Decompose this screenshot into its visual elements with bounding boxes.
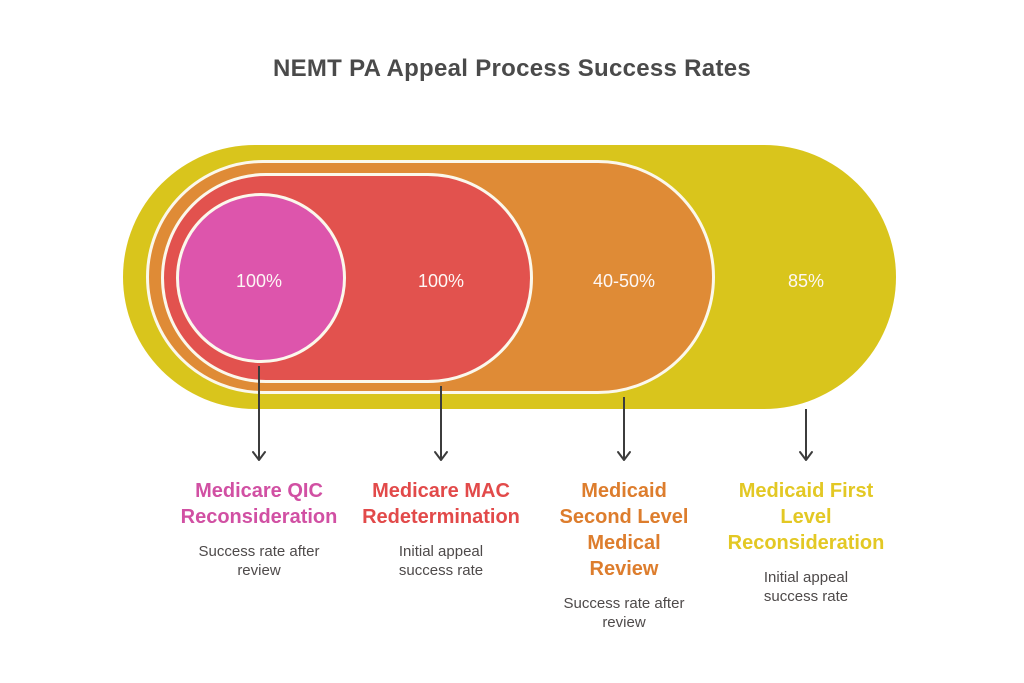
label-medicare-mac: Medicare MAC Redetermination Initial app… <box>346 478 536 580</box>
page-title: NEMT PA Appeal Process Success Rates <box>272 55 752 82</box>
subtitle-line: review <box>602 614 646 631</box>
value-medicaid-second-level: 40-50% <box>592 271 656 291</box>
heading-line: Second Level <box>559 506 689 528</box>
heading-line: Medicaid <box>581 480 667 502</box>
heading-line: Reconsideration <box>727 532 885 554</box>
subtitle-line: Success rate after <box>198 543 320 560</box>
label-subtitle: Success rate after review <box>164 542 354 580</box>
label-heading: Medicaid First Level Reconsideration <box>711 478 901 556</box>
subtitle-line: success rate <box>763 588 849 605</box>
label-heading: Medicaid Second Level Medical Review <box>529 478 719 582</box>
label-subtitle: Initial appeal success rate <box>711 568 901 606</box>
label-medicare-qic: Medicare QIC Reconsideration Success rat… <box>164 478 354 580</box>
label-medicaid-first-level: Medicaid First Level Reconsideration Ini… <box>711 478 901 606</box>
label-subtitle: Success rate after review <box>529 594 719 632</box>
circle-medicare-qic <box>176 193 346 363</box>
down-arrow-icon <box>434 386 448 461</box>
heading-line: Reconsideration <box>180 506 338 528</box>
label-heading: Medicare MAC Redetermination <box>346 478 536 530</box>
heading-line: Medicare MAC <box>372 480 510 502</box>
value-medicare-mac: 100% <box>417 271 465 291</box>
heading-line: Medical <box>587 532 661 554</box>
subtitle-line: Initial appeal <box>398 543 484 560</box>
subtitle-line: success rate <box>398 562 484 579</box>
down-arrow-icon <box>252 366 266 461</box>
down-arrow-icon <box>799 409 813 461</box>
heading-line: Medicare QIC <box>195 480 323 502</box>
label-heading: Medicare QIC Reconsideration <box>164 478 354 530</box>
subtitle-line: Success rate after <box>563 595 685 612</box>
subtitle-line: Initial appeal <box>763 569 849 586</box>
down-arrow-icon <box>617 397 631 461</box>
heading-line: Review <box>589 558 659 580</box>
heading-line: Medicaid First <box>738 480 874 502</box>
subtitle-line: review <box>237 562 281 579</box>
heading-line: Level <box>780 506 832 528</box>
label-subtitle: Initial appeal success rate <box>346 542 536 580</box>
value-medicare-qic: 100% <box>235 271 283 291</box>
heading-line: Redetermination <box>362 506 520 528</box>
label-medicaid-second-level: Medicaid Second Level Medical Review Suc… <box>529 478 719 632</box>
value-medicaid-first-level: 85% <box>787 271 825 291</box>
